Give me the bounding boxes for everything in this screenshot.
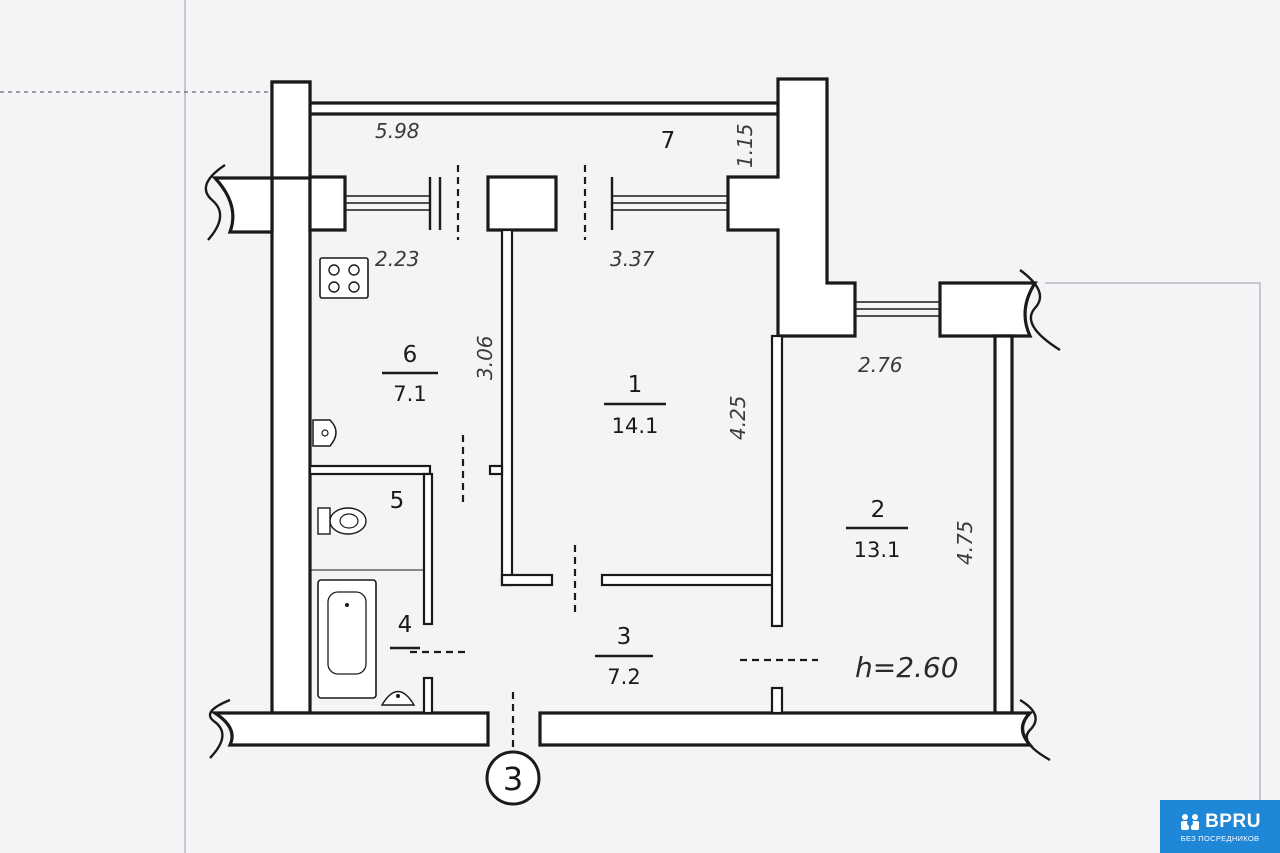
room2-window <box>855 301 940 317</box>
room-3-area: 7.2 <box>607 665 640 689</box>
room2-depth-label: 4.75 <box>953 520 977 565</box>
room-7-number: 7 <box>661 128 676 154</box>
door-marks <box>410 435 818 760</box>
room-5-number: 5 <box>390 488 405 514</box>
room2-right-wall <box>993 334 1014 715</box>
break-line-bottom-right <box>1019 698 1051 762</box>
badge-row: BPRU <box>1179 811 1261 833</box>
balcony-rail <box>308 101 780 116</box>
bottom-outer-wall-right <box>538 711 1034 747</box>
badge-brand: BPRU <box>1205 810 1261 832</box>
balcony-left-cap <box>270 80 312 180</box>
stove-icon <box>319 257 369 299</box>
room2-width-label: 2.76 <box>858 353 903 377</box>
room-1-number: 1 <box>628 372 643 398</box>
wash-basin-icon <box>380 690 416 706</box>
entrance-marker-circle <box>485 750 541 806</box>
facade-pier <box>486 175 558 232</box>
kitchen-window <box>345 177 432 230</box>
break-line-top-right <box>1019 269 1061 352</box>
bottom-outer-wall-left <box>209 711 490 747</box>
kitchen-width-label: 2.23 <box>375 247 420 271</box>
bathtub-icon <box>317 579 377 699</box>
bpru-badge[interactable]: BPRU БЕЗ ПОСРЕДНИКОВ <box>1160 800 1280 853</box>
room-6-number: 6 <box>403 342 418 368</box>
break-line-top-left <box>204 164 226 241</box>
interior-partitions <box>308 228 784 715</box>
room-2-area: 13.1 <box>854 538 901 562</box>
reference-line-right <box>1045 282 1261 800</box>
right-facade-piece <box>938 281 1038 338</box>
break-line-bottom-left <box>208 698 231 759</box>
kitchen-depth-label: 3.06 <box>473 335 497 380</box>
people-logo-icon <box>1181 813 1200 830</box>
room-2-number: 2 <box>871 497 886 523</box>
toilet-icon <box>317 507 367 535</box>
kitchen-sink-icon <box>312 419 337 447</box>
room-3-number: 3 <box>617 624 632 650</box>
upper-facade-wall <box>308 175 347 232</box>
left-wall-stub-top <box>211 176 274 234</box>
ceiling-height-label: h=2.60 <box>855 651 959 684</box>
entrance-marker-label: 3 <box>503 760 523 798</box>
room1-width-label: 3.37 <box>610 247 655 271</box>
room-6-area: 7.1 <box>393 382 426 406</box>
room1-depth-label: 4.25 <box>726 395 750 440</box>
room1-window <box>610 177 728 230</box>
room-4-number: 4 <box>398 612 413 638</box>
badge-tagline: БЕЗ ПОСРЕДНИКОВ <box>1180 833 1260 843</box>
balcony-length-label: 5.98 <box>375 119 420 143</box>
room-1-area: 14.1 <box>612 414 659 438</box>
balcony-depth-label: 1.15 <box>733 123 757 168</box>
